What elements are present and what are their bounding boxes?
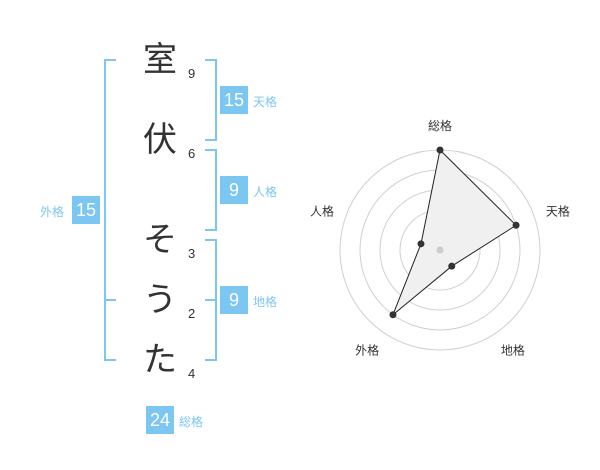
stroke-count: 4 [188,366,196,381]
radar-center [436,246,444,254]
radar-axis-label: 天格 [546,204,570,219]
name-char: そ [143,220,177,260]
tenkaku-bracket [205,59,217,141]
jinkaku-label: 人格 [253,185,278,199]
soukaku-label: 総格 [179,415,204,429]
gaikaku-label: 外格 [40,205,65,219]
tenkaku-value: 15 [220,86,248,114]
gaikaku-value: 15 [72,196,100,224]
jinkaku-bracket [205,149,217,231]
chikaku-label: 地格 [253,295,278,309]
jinkaku-value: 9 [220,176,248,204]
gaikaku-bracket [104,59,116,361]
bracket-tick [104,299,116,301]
name-char: た [143,340,177,380]
stroke-count: 6 [188,146,196,161]
radar-axis-label: 総格 [428,118,452,133]
soukaku-value: 24 [146,406,174,434]
radar-axis-label: 地格 [501,342,525,357]
radar-axis-label: 人格 [310,204,334,219]
stroke-count: 9 [188,66,196,81]
radar-point-2 [448,262,456,270]
chikaku-value: 9 [220,286,248,314]
stroke-count: 3 [188,246,196,261]
stroke-count: 2 [188,306,196,321]
radar-point-4 [417,240,425,248]
radar-area [392,148,517,316]
name-char: 伏 [143,120,177,160]
radar-point-3 [389,311,397,319]
name-char: う [143,280,177,320]
bracket-tick [205,299,217,301]
radar-point-1 [512,221,520,229]
radar-axis-label: 外格 [355,342,379,357]
tenkaku-label: 天格 [253,95,278,109]
radar-point-0 [436,146,444,154]
name-char: 室 [143,40,177,80]
